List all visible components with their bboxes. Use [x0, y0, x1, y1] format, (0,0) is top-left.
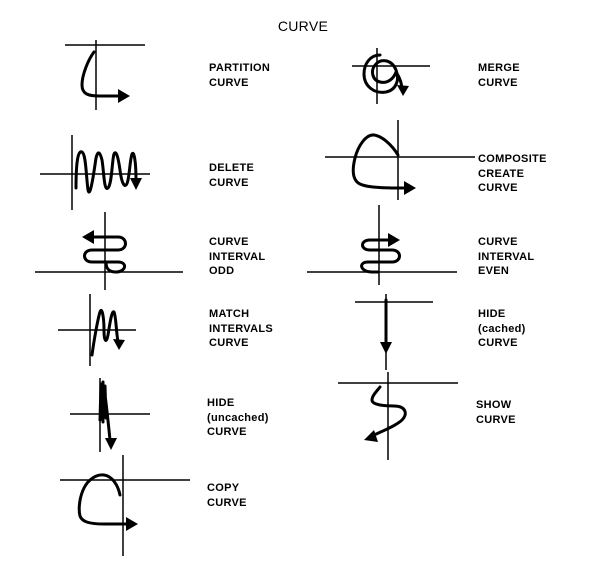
delete-curve-label: DELETE CURVE — [209, 162, 255, 189]
copy-curve-label: COPY CURVE — [207, 482, 247, 509]
show-curve-gesture-icon — [338, 372, 458, 460]
partition-curve-label: PARTITION CURVE — [209, 62, 271, 89]
delete-curve-gesture-icon — [40, 135, 150, 210]
composite-create-curve-label: COMPOSITE CREATE CURVE — [478, 153, 547, 194]
hide-cached-curve-gesture-icon — [355, 294, 433, 370]
composite-create-curve-gesture-icon — [325, 120, 475, 200]
curve-interval-even-label: CURVE INTERVAL EVEN — [478, 236, 535, 277]
diagram-title: CURVE — [277, 18, 329, 34]
match-intervals-curve-gesture-icon — [58, 294, 136, 366]
curve-interval-even-gesture-icon — [307, 205, 457, 285]
curve-interval-odd-label: CURVE INTERVAL ODD — [209, 236, 266, 277]
hide-uncached-curve-gesture-icon — [70, 378, 150, 452]
hide-uncached-curve-label: HIDE (uncached) CURVE — [207, 397, 269, 438]
show-curve-label: SHOW CURVE — [476, 399, 516, 426]
merge-curve-gesture-icon — [352, 48, 430, 104]
copy-curve-gesture-icon — [60, 455, 190, 556]
curve-interval-odd-gesture-icon — [35, 212, 183, 290]
partition-curve-gesture-icon — [65, 40, 145, 110]
hide-cached-curve-label: HIDE (cached) CURVE — [478, 308, 526, 349]
merge-curve-label: MERGE CURVE — [478, 62, 520, 89]
match-intervals-curve-label: MATCH INTERVALS CURVE — [209, 308, 274, 349]
